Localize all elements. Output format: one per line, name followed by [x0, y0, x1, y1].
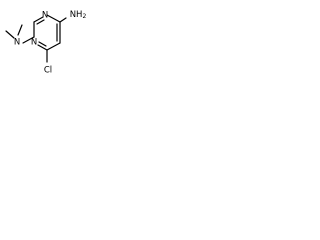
bond-n1-c6 — [37, 44, 48, 51]
atom-label-amine: NH2 — [70, 10, 87, 20]
atom-label-ring-n-top: N — [42, 11, 48, 21]
bond-n-methyl-1 — [5, 30, 15, 39]
atom-labels: N N NH2 N Cl — [14, 10, 87, 76]
bond-c2-nme2 — [22, 36, 35, 44]
chemical-structure-diagram: N N NH2 N Cl — [5, 10, 87, 76]
bond-n-methyl-2 — [17, 24, 23, 36]
bond-c6-c5 — [46, 42, 61, 51]
atom-label-ring-n-bottom: N — [31, 38, 37, 48]
bond-n1-c6-double — [38, 41, 47, 47]
bond-c4-n3 — [46, 14, 61, 23]
bond-c4-nh2 — [59, 17, 67, 23]
bond-n3-c2-double — [36, 19, 45, 25]
atom-label-dimethylamino-n: N — [14, 38, 20, 48]
bond-n3-c2 — [33, 16, 44, 23]
atom-label-chlorine: Cl — [44, 66, 52, 76]
bonds — [5, 14, 67, 63]
